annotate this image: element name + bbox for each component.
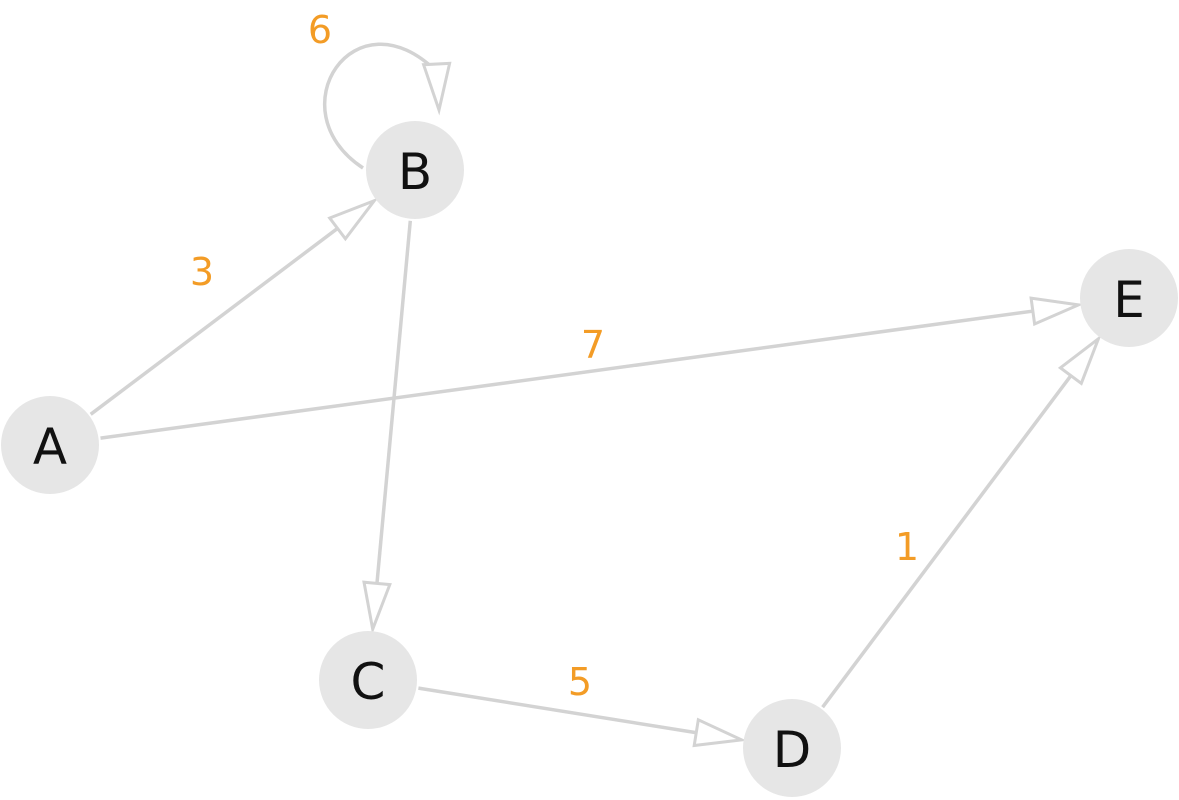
arrowhead [1057, 334, 1102, 386]
arrowhead [362, 580, 392, 635]
arrowhead [1029, 296, 1084, 327]
edges-layer [89, 42, 1102, 748]
edge-line [89, 223, 344, 416]
edge-weight-label: 6 [308, 8, 332, 52]
node-label: E [1113, 271, 1145, 329]
node-label: D [773, 721, 812, 779]
nodes-layer: A B C D E [1, 121, 1178, 797]
node-b: B [366, 121, 464, 219]
arrowhead [421, 61, 452, 116]
edge-c-d [418, 686, 748, 748]
edge-b-b [322, 42, 452, 170]
node-label: A [33, 418, 67, 476]
edge-line [418, 686, 703, 736]
edge-a-e [100, 296, 1084, 440]
edge-labels-layer: 3 7 6 5 1 [190, 8, 919, 704]
node-c: C [319, 631, 417, 729]
edge-weight-label: 1 [895, 525, 919, 569]
edge-line [100, 308, 1040, 440]
node-circle [366, 121, 464, 219]
node-circle [1080, 249, 1178, 347]
edge-weight-label: 5 [568, 660, 592, 704]
edge-weight-label: 3 [190, 250, 214, 294]
node-d: D [743, 699, 841, 797]
arrowhead [692, 717, 748, 748]
edge-line [322, 42, 439, 170]
edge-weight-label: 7 [581, 323, 605, 367]
edge-a-b [89, 197, 379, 416]
edge-line [374, 220, 413, 590]
node-circle [1, 396, 99, 494]
edge-b-c [362, 220, 413, 635]
node-circle [319, 631, 417, 729]
node-label: C [351, 653, 386, 711]
node-label: B [398, 143, 432, 201]
edge-line [821, 369, 1076, 709]
edge-d-e [821, 334, 1102, 709]
arrowhead [327, 197, 379, 242]
node-a: A [1, 396, 99, 494]
node-circle [743, 699, 841, 797]
node-e: E [1080, 249, 1178, 347]
